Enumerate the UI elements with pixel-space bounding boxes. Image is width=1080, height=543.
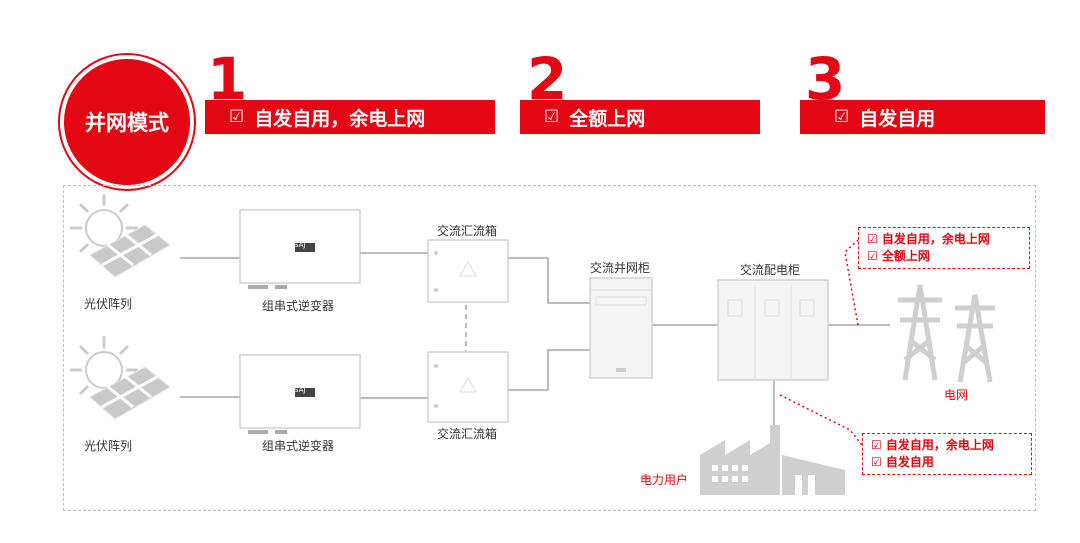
option-2-label: 全额上网 [569, 107, 646, 130]
checkbox-icon: ☑ [229, 107, 245, 127]
grid-label: 电网 [944, 388, 969, 402]
grid-cabinet-icon [589, 277, 653, 379]
power-tower-icon [898, 284, 942, 381]
factory-icon [700, 425, 845, 495]
option-3-label: 自发自用 [859, 107, 936, 130]
user-mode-note-line: ☑ 自发自用 [871, 455, 934, 469]
power-user-label: 电力用户 [640, 473, 689, 487]
inverter-icon [239, 209, 361, 289]
combiner-box-icon [427, 239, 509, 303]
option-2-number: 2 [527, 45, 568, 113]
distribution-cabinet-label: 交流配电柜 [740, 263, 801, 277]
option-2-bar: ☑ 全额上网 [520, 100, 760, 134]
option-3-bar: ☑ 自发自用 [800, 100, 1045, 134]
grid-mode-note: ☑ 自发自用，余电上网 ☑ 全额上网 [858, 227, 1030, 269]
checkbox-icon: ☑ [544, 107, 560, 127]
grid-mode-note-line: ☑ 自发自用，余电上网 [867, 232, 990, 246]
mode-title: 并网模式 [85, 111, 169, 135]
checkbox-icon: ☑ [834, 107, 850, 127]
user-mode-note: ☑ 自发自用，余电上网 ☑ 自发自用 [862, 433, 1032, 475]
grid-mode-note-line: ☑ 全额上网 [867, 249, 930, 263]
solar-panel-icon [68, 334, 172, 421]
solar-panel-icon [68, 192, 172, 279]
user-mode-note-line: ☑ 自发自用，余电上网 [871, 438, 994, 452]
distribution-cabinet-icon [717, 279, 829, 381]
diagram-frame [63, 185, 1036, 511]
grid-cabinet-label: 交流并网柜 [590, 261, 651, 275]
inverter-brand: SAJ [294, 386, 306, 394]
option-1-number: 1 [207, 45, 248, 113]
combiner-box-icon [427, 351, 509, 423]
inverter-label-bottom: 组串式逆变器 [262, 439, 335, 453]
pv-array-label-bottom: 光伏阵列 [84, 439, 133, 453]
pv-array-label-top: 光伏阵列 [84, 297, 133, 311]
inverter-brand: SAJ [294, 241, 306, 249]
power-tower-icon [955, 294, 995, 383]
combiner-label-top: 交流汇流箱 [437, 224, 498, 238]
option-3-number: 3 [805, 45, 846, 113]
combiner-label-bottom: 交流汇流箱 [437, 427, 498, 441]
option-1-label: 自发自用，余电上网 [254, 107, 426, 130]
inverter-icon [239, 354, 361, 434]
mode-badge: 并网模式 [60, 55, 194, 189]
option-1-bar: ☑ 自发自用，余电上网 [205, 100, 495, 134]
inverter-label-top: 组串式逆变器 [262, 299, 335, 313]
